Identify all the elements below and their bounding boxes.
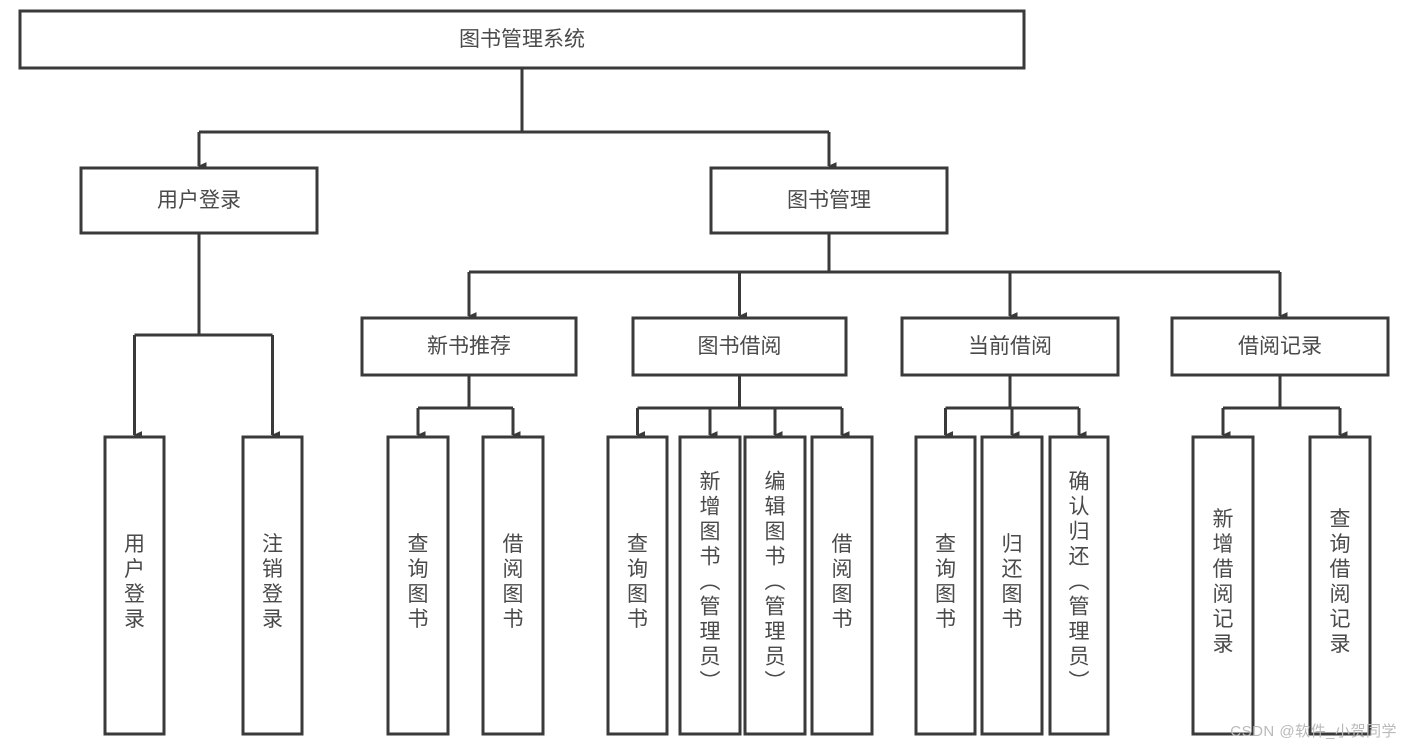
node-current-borrow-label: 当前借阅 [968,335,1052,358]
node-book-management[interactable]: 图书管理 [709,166,949,235]
node-current-borrow[interactable]: 当前借阅 [900,316,1120,377]
node-leaf-logout-label: 注销登录 [262,533,283,631]
node-leaf-query-book-2-label: 查询图书 [627,533,648,631]
node-leaf-borrow-book-1[interactable]: 借阅图书 [481,435,545,736]
node-leaf-user-login-label: 用户登录 [124,533,145,631]
node-new-book-recommend[interactable]: 新书推荐 [360,316,578,377]
node-boxes: 图书管理系统用户登录图书管理新书推荐图书借阅当前借阅借阅记录用户登录注销登录查询… [18,9,1390,736]
connector-edges [133,68,1348,439]
node-leaf-user-login[interactable]: 用户登录 [103,435,166,736]
node-book-borrow[interactable]: 图书借阅 [631,316,848,377]
node-leaf-borrow-book-1-label: 借阅图书 [503,533,524,631]
node-leaf-return-book[interactable]: 归还图书 [980,435,1044,736]
node-leaf-query-record[interactable]: 查询借阅记录 [1308,435,1372,736]
node-leaf-query-book-3-label: 查询图书 [935,533,956,631]
node-new-book-recommend-label: 新书推荐 [427,335,511,358]
node-leaf-query-book-1[interactable]: 查询图书 [386,435,450,736]
node-leaf-confirm-return-label: 确认归还︵管理员︶ [1069,471,1090,694]
node-root-system[interactable]: 图书管理系统 [18,9,1026,70]
node-leaf-add-book-label: 新增图书︵管理员︶ [700,471,721,694]
node-leaf-add-record-label: 新增借阅记录 [1213,508,1234,656]
node-root-system-label: 图书管理系统 [459,28,585,51]
node-leaf-edit-book-label: 编辑图书︵管理员︶ [765,471,786,694]
node-user-login[interactable]: 用户登录 [79,166,319,235]
node-leaf-query-book-1-label: 查询图书 [408,533,429,631]
node-leaf-return-book-label: 归还图书 [1002,533,1023,631]
node-leaf-confirm-return[interactable]: 确认归还︵管理员︶ [1048,435,1110,736]
node-borrow-record[interactable]: 借阅记录 [1170,316,1390,377]
node-leaf-add-book[interactable]: 新增图书︵管理员︶ [678,435,742,736]
node-leaf-add-record[interactable]: 新增借阅记录 [1191,435,1255,736]
node-book-borrow-label: 图书借阅 [698,335,782,358]
node-book-management-label: 图书管理 [787,189,871,212]
node-borrow-record-label: 借阅记录 [1238,335,1322,358]
node-leaf-query-book-2[interactable]: 查询图书 [606,435,669,736]
watermark-text: CSDN @软件_小贺同学 [1230,723,1397,740]
node-leaf-borrow-book-2[interactable]: 借阅图书 [810,435,874,736]
node-leaf-query-record-label: 查询借阅记录 [1330,508,1351,656]
node-leaf-logout[interactable]: 注销登录 [241,435,304,736]
node-user-login-label: 用户登录 [157,189,241,212]
node-leaf-edit-book[interactable]: 编辑图书︵管理员︶ [743,435,807,736]
node-leaf-borrow-book-2-label: 借阅图书 [832,533,853,631]
node-leaf-query-book-3[interactable]: 查询图书 [914,435,977,736]
